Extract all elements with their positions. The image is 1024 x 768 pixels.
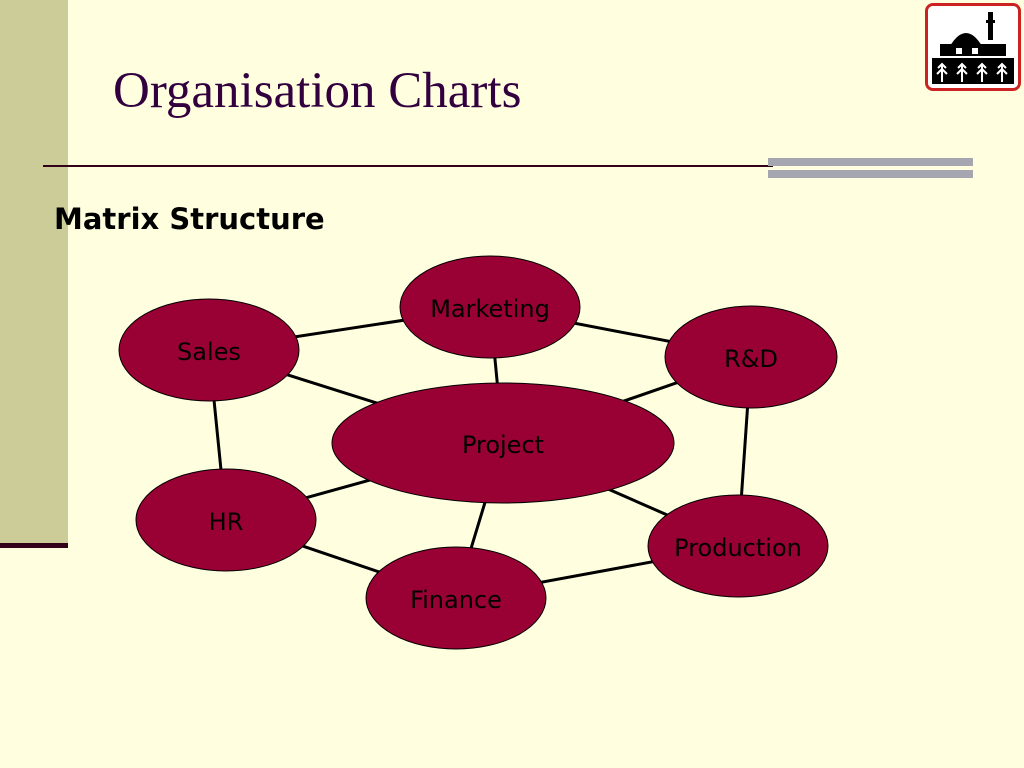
node-label-sales: Sales bbox=[177, 338, 241, 366]
node-shape-hr bbox=[135, 468, 317, 572]
node-shape-finance bbox=[365, 546, 547, 650]
node-shape-sales bbox=[118, 298, 300, 402]
node-label-hr: HR bbox=[209, 508, 244, 536]
node-shape-production bbox=[647, 494, 829, 598]
node-sales: Sales bbox=[118, 298, 300, 402]
node-label-production: Production bbox=[674, 534, 802, 562]
sidebar-bar bbox=[0, 0, 68, 545]
mosque-logo-icon bbox=[925, 3, 1021, 91]
title-divider-accent bbox=[768, 158, 973, 178]
sidebar-underline bbox=[0, 543, 68, 548]
node-finance: Finance bbox=[365, 546, 547, 650]
node-project: Project bbox=[331, 382, 675, 504]
node-label-marketing: Marketing bbox=[430, 295, 550, 323]
node-hr: HR bbox=[135, 468, 317, 572]
node-shape-rd bbox=[664, 305, 838, 409]
node-label-finance: Finance bbox=[410, 586, 502, 614]
node-rd: R&D bbox=[664, 305, 838, 409]
title-divider bbox=[43, 165, 773, 167]
page-title: Organisation Charts bbox=[113, 63, 522, 119]
node-shape-marketing bbox=[399, 255, 581, 359]
node-marketing: Marketing bbox=[399, 255, 581, 359]
node-label-rd: R&D bbox=[724, 345, 778, 373]
section-heading: Matrix Structure bbox=[54, 202, 325, 236]
node-shape-project bbox=[331, 382, 675, 504]
node-production: Production bbox=[647, 494, 829, 598]
node-label-project: Project bbox=[462, 431, 544, 459]
